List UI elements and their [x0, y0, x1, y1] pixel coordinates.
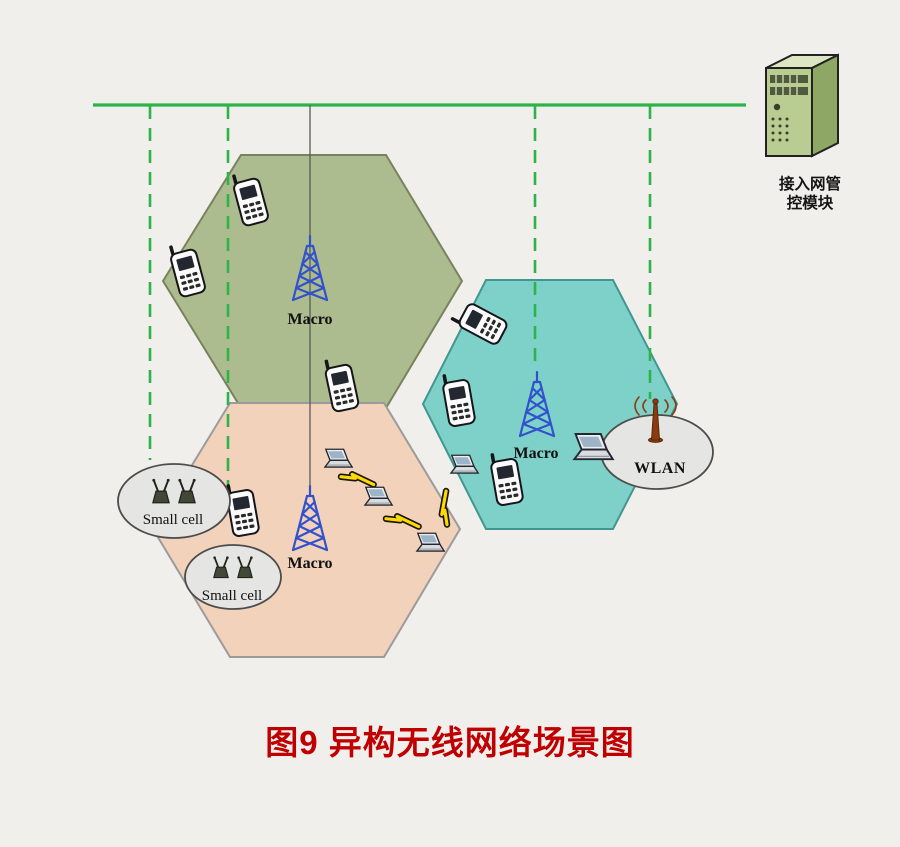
wlan-label: WLAN	[634, 460, 686, 477]
server-label-line1: 接入网管	[779, 174, 841, 193]
macro-label-teal: Macro	[513, 445, 558, 462]
small-cell-label: Small cell	[143, 512, 203, 528]
server-label-line2: 控模块	[787, 193, 834, 212]
small-cell-ellipse	[117, 463, 231, 539]
wlan-antenna-icon	[634, 396, 677, 443]
figure-caption: 图9 异构无线网络场景图	[265, 724, 635, 761]
small-cell-ellipse	[184, 544, 282, 610]
macro-label-green: Macro	[287, 311, 332, 328]
server-tower-icon	[765, 53, 839, 158]
small-cell-label: Small cell	[202, 588, 262, 604]
macro-label-pink: Macro	[287, 555, 332, 572]
